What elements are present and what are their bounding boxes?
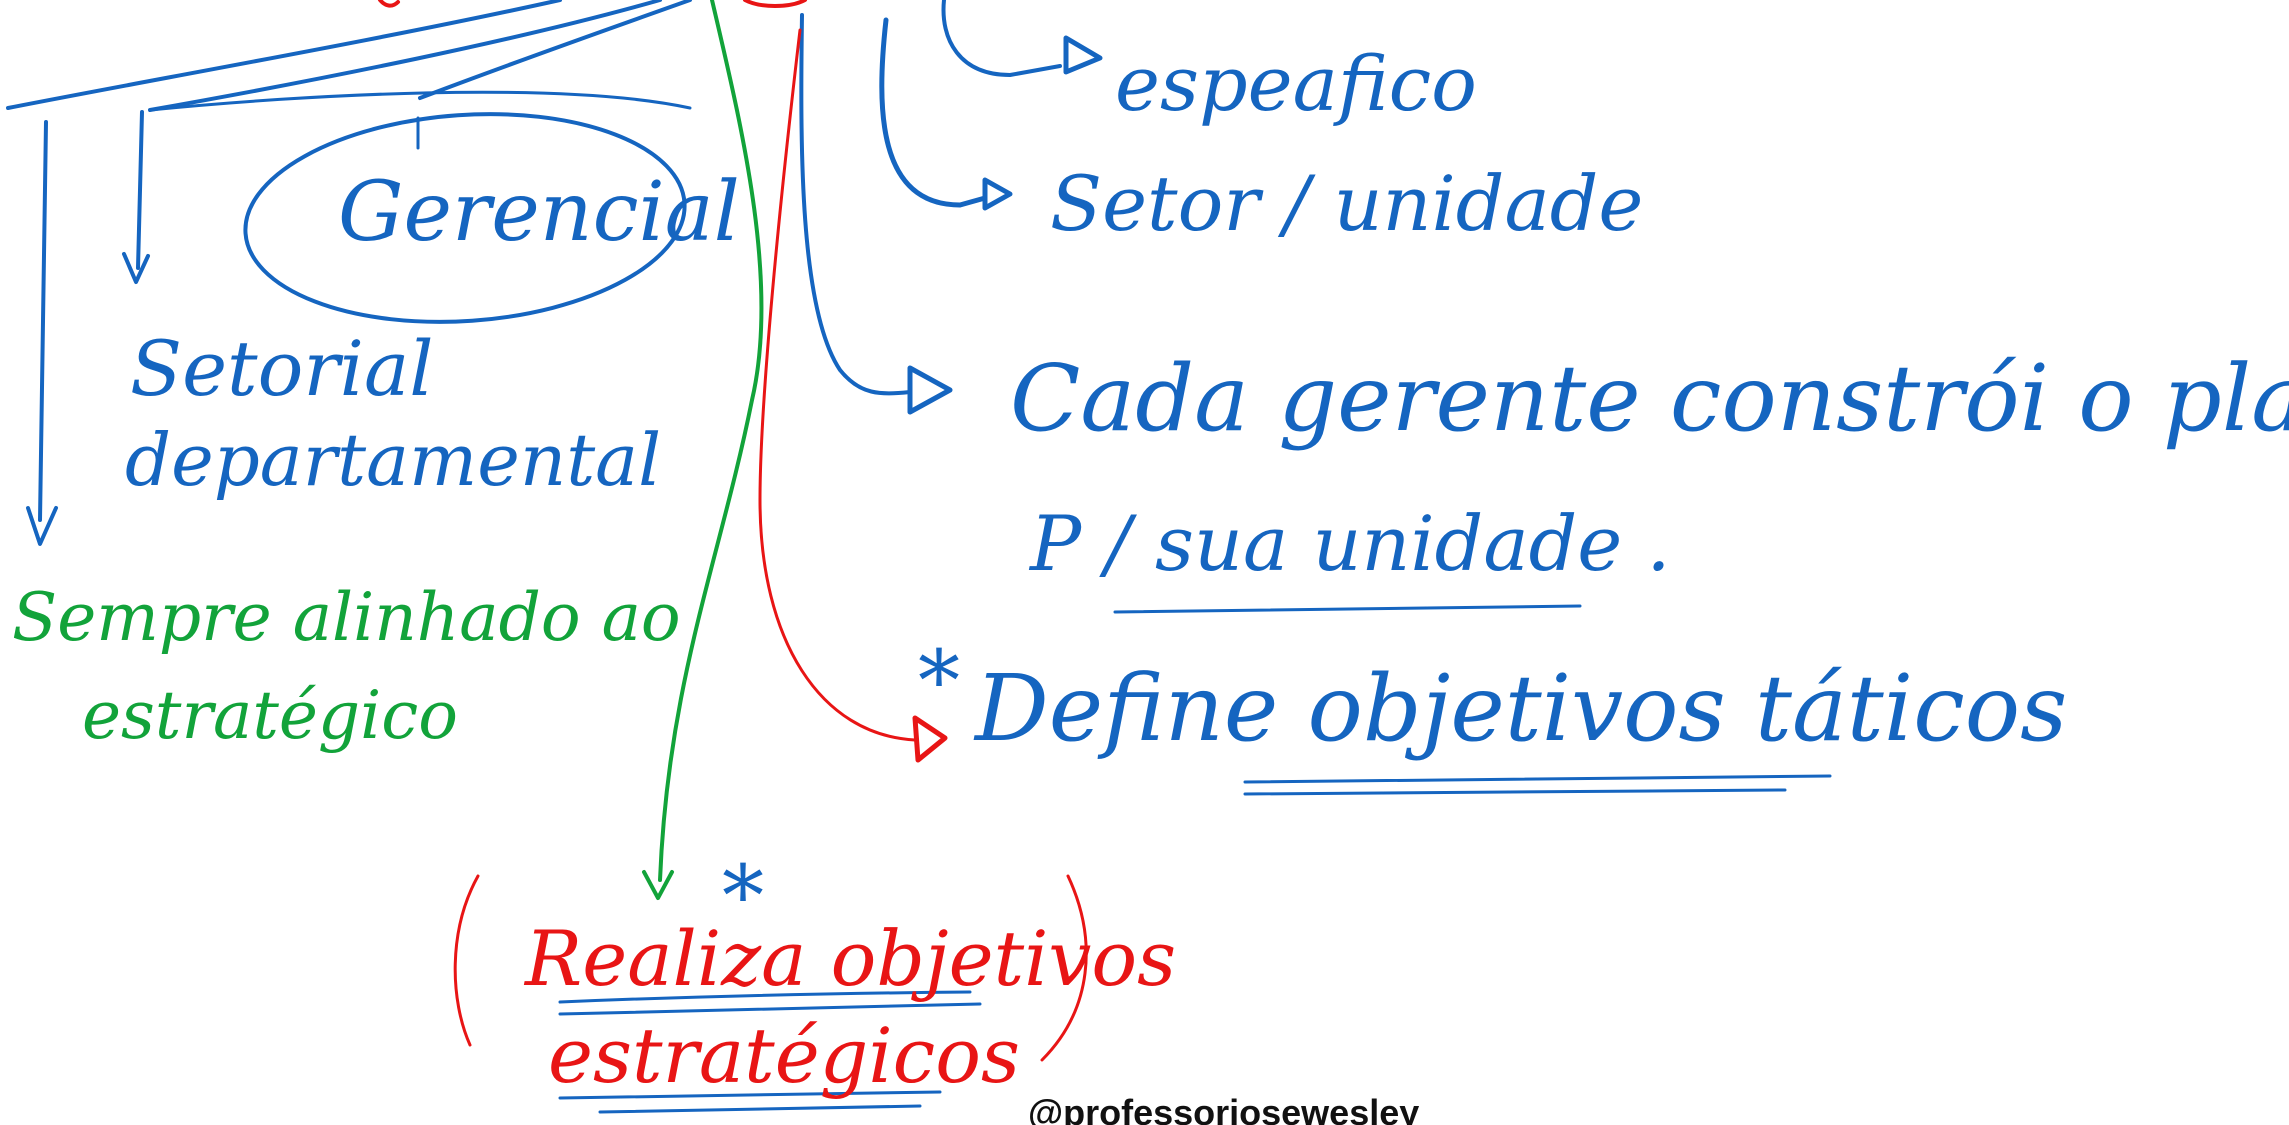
green-curve-realiza (658, 0, 764, 882)
underline-sua-unidade (1113, 604, 1582, 614)
branch-line-1 (6, 0, 562, 110)
red-top-mark-2 (378, 0, 400, 8)
arrow-to-sempre-head (26, 506, 58, 546)
red-curve-define (758, 28, 917, 742)
label-realiza-objetivos: Realiza objetivos (523, 914, 1176, 1003)
arrow-to-setorial (136, 110, 144, 270)
green-curve-realiza-head (642, 870, 674, 900)
gerencial-ellipse (243, 112, 687, 324)
hook-setor-head (982, 177, 1013, 211)
label-especifico: espeafico (1115, 39, 1477, 128)
label-define-objetivos: Define objetivos táticos (973, 655, 2067, 762)
underline-estrategicos-2 (598, 1104, 922, 1114)
branch-line-3 (418, 0, 692, 100)
label-setorial: Setorial (130, 324, 434, 413)
hook-especifico-head (1063, 35, 1103, 75)
hook-cada-gerente-head (907, 365, 953, 415)
label-sempre-alinhado: Sempre alinhado ao (12, 579, 681, 656)
underline-realiza-2 (558, 1002, 982, 1016)
red-paren-right (1040, 874, 1088, 1062)
label-setor-unidade: Setor / unidade (1050, 159, 1643, 248)
label-sua-unidade: P / sua unidade . (1028, 499, 1671, 588)
red-paren-left (453, 874, 480, 1047)
branch-line-2 (148, 0, 662, 112)
label-departamental: departamental (125, 418, 661, 502)
label-gerencial: Gerencial (338, 165, 740, 260)
bracket-line (148, 90, 692, 112)
red-curve-define-head (912, 715, 948, 763)
underline-objetivos-taticos-2 (1243, 788, 1787, 796)
hook-cada-gerente (799, 13, 912, 396)
label-estrategico: estratégico (82, 677, 458, 754)
underline-realiza-1 (558, 990, 972, 1004)
label-asterisk-realiza: * (722, 847, 764, 945)
label-cada-gerente: Cada gerente constrói o planejamento (1010, 345, 2289, 452)
hook-especifico (941, 0, 1062, 77)
label-estrategicos: estratégicos (548, 1011, 1020, 1100)
underline-estrategicos-1 (558, 1090, 942, 1100)
underline-objetivos-taticos-1 (1243, 774, 1832, 784)
author-handle: @professorjosewesley (1028, 1092, 1420, 1125)
arrow-to-sempre (38, 120, 48, 522)
arrow-to-setorial-head (122, 252, 150, 284)
hook-setor (879, 17, 988, 208)
red-top-mark (743, 0, 807, 8)
label-asterisk-define: * (918, 632, 960, 730)
